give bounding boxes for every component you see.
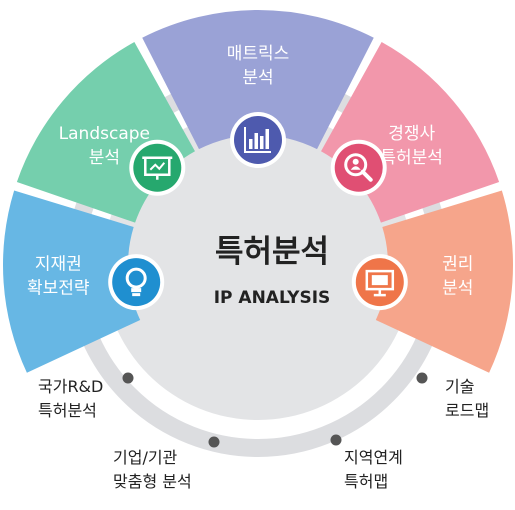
segment-label-rights: 분석 (442, 278, 473, 298)
segment-label-landscape: 분석 (89, 148, 120, 168)
segment-label-rights: 권리 (442, 254, 473, 274)
magnifier-user-icon (330, 139, 387, 196)
presentation-board-icon (129, 139, 186, 196)
outer-label-corporate: 맞춤형 분석 (113, 472, 192, 491)
center-title: 특허분석 (215, 234, 329, 270)
segment-label-ip-strategy: 확보전략 (27, 278, 90, 298)
center-disc (103, 110, 413, 420)
segment-label-ip-strategy: 지재권 (35, 254, 82, 274)
outer-label-regional: 지역연계 (344, 448, 403, 467)
outer-label-tech-roadmap: 로드맵 (445, 401, 489, 420)
segment-shape-rights (375, 190, 514, 373)
segment-label-matrix: 매트릭스 (227, 44, 290, 64)
center-subtitle: IP ANALYSIS (214, 288, 331, 308)
segment-label-landscape: Landscape (59, 124, 150, 144)
monitor-icon (351, 254, 408, 311)
segment-label-competitor: 특허분석 (380, 148, 443, 168)
segment-shape-matrix (142, 10, 374, 150)
outer-item-national-rd[interactable]: 국가R&D 특허분석 (38, 372, 134, 421)
outer-label-regional: 특허맵 (344, 472, 388, 491)
outer-dot (122, 372, 134, 384)
lightbulb-icon (108, 254, 165, 311)
bar-chart-icon (230, 112, 286, 168)
segment-landscape[interactable]: Landscape 분석 (16, 41, 195, 223)
segment-shape-ip-strategy (2, 190, 141, 373)
segment-label-competitor: 경쟁사 (388, 124, 435, 144)
outer-dot (416, 372, 428, 384)
outer-label-national-rd: 특허분석 (38, 401, 97, 420)
outer-label-national-rd: 국가R&D (38, 377, 103, 396)
outer-label-corporate: 기업/기관 (113, 448, 178, 467)
outer-dot (330, 434, 342, 446)
segment-label-matrix: 분석 (242, 68, 273, 88)
outer-dot (208, 436, 220, 448)
outer-label-tech-roadmap: 기술 (445, 377, 474, 396)
